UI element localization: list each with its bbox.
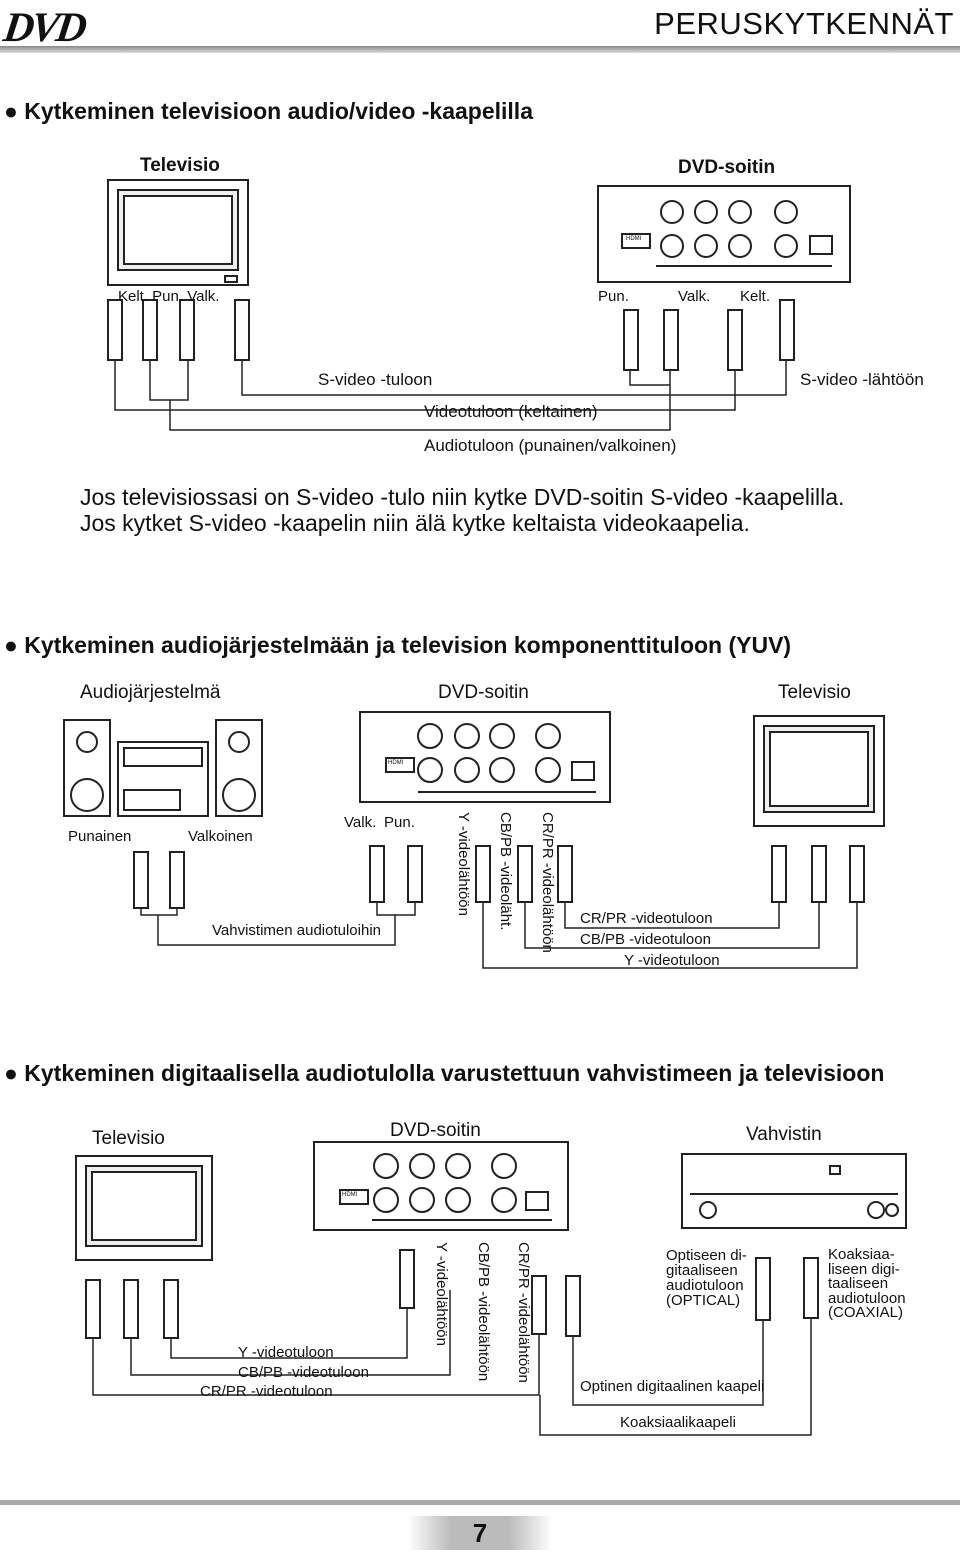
footer-bar [0, 1500, 960, 1505]
amplifier-illustration [681, 1153, 907, 1229]
red-label: Punainen [68, 828, 132, 845]
dvd-rear-panel-3 [313, 1141, 569, 1231]
tv-illustration-3 [75, 1155, 213, 1261]
note-line-2: Jos kytket S-video -kaapelin niin älä ky… [80, 510, 750, 536]
panel3-hdmi-label: HDMI [342, 1192, 358, 1198]
panel2-hdmi-label: HDMI [388, 760, 404, 766]
section3-amp-label: Vahvistin [746, 1124, 822, 1145]
audio-system-illustration [63, 719, 263, 817]
cables-section1 [114, 360, 787, 431]
audio-in-label: Audiotuloon (punainen/valkoinen) [424, 436, 677, 455]
s3-cb-out-label: CB/PB -videolähtöön [475, 1242, 492, 1382]
section2-tv-label: Televisio [778, 682, 851, 703]
page-title: PERUSKYTKENNÄT [654, 6, 954, 41]
s3-cb-in-label: CB/PB -videotuloon [238, 1364, 369, 1381]
dvd-rear-panel-2 [359, 711, 611, 803]
dvd-white-label: Valk. [344, 814, 377, 831]
page-number: 7 [408, 1516, 552, 1550]
s3-y-in-label: Y -videotuloon [238, 1344, 334, 1361]
svideo-out-label: S-video -lähtöön [800, 370, 924, 389]
y-out-label: Y -videolähtöön [455, 812, 472, 916]
dvd-red-label: Pun. [384, 814, 415, 831]
white-label: Valkoinen [188, 828, 253, 845]
optical-cable-label: Optinen digitaalinen kaapeli [580, 1378, 765, 1395]
rca-plugs-dvd [623, 299, 795, 371]
video-in-label: Videotuloon (keltainen) [424, 402, 598, 421]
s3-cr-in-label: CR/PR -videotuloon [200, 1383, 333, 1400]
section2-dvd-label: DVD-soitin [438, 682, 529, 703]
tv-illustration-2 [753, 715, 885, 827]
section1-tv-label: Televisio [140, 155, 220, 176]
cr-in-label: CR/PR -videotuloon [580, 910, 713, 927]
cb-in-label: CB/PB -videotuloon [580, 931, 711, 948]
rca-plugs-tv [107, 299, 250, 361]
dvd-logo: DVD [0, 5, 87, 51]
amp-in-label: Vahvistimen audiotuloihin [212, 922, 381, 939]
section1-dvd-label: DVD-soitin [678, 157, 776, 178]
section2-audio-label: Audiojärjestelmä [80, 682, 221, 703]
header-bar [0, 46, 960, 53]
s3-y-out-label: Y -videolähtöön [433, 1242, 450, 1346]
s3-cr-out-label: CR/PR -videolähtöön [515, 1242, 532, 1383]
section3-tv-label: Televisio [92, 1128, 165, 1149]
y-in-label: Y -videotuloon [624, 952, 720, 969]
section1-heading: ● Kytkeminen televisioon audio/video -ka… [4, 98, 533, 124]
section3-dvd-label: DVD-soitin [390, 1120, 481, 1141]
section3-heading: ● Kytkeminen digitaalisella audiotulolla… [4, 1060, 885, 1086]
tv-illustration [107, 179, 249, 286]
cr-out-label: CR/PR -videolähtöön [539, 812, 556, 953]
note-line-1: Jos televisiossasi on S-video -tulo niin… [80, 484, 845, 510]
cb-out-label: CB/PB -videoläht. [497, 812, 514, 931]
dvd-plug-red: Pun. [598, 288, 629, 305]
cables-section3 [92, 1290, 812, 1436]
dvd-plug-yellow: Kelt. [740, 288, 771, 305]
dvd-plug-white: Valk. [678, 288, 711, 305]
svideo-in-label: S-video -tuloon [318, 370, 433, 389]
cables-section2 [140, 902, 858, 969]
coax-cable-label: Koaksiaalikaapeli [620, 1414, 736, 1431]
dvd-rear-panel [597, 185, 851, 283]
tv-plug-labels: Kelt. Pun. Valk. [118, 288, 220, 305]
panel-hdmi-label: HDMI [626, 236, 642, 242]
section2-heading: ● Kytkeminen audiojärjestelmään ja telev… [4, 632, 792, 658]
